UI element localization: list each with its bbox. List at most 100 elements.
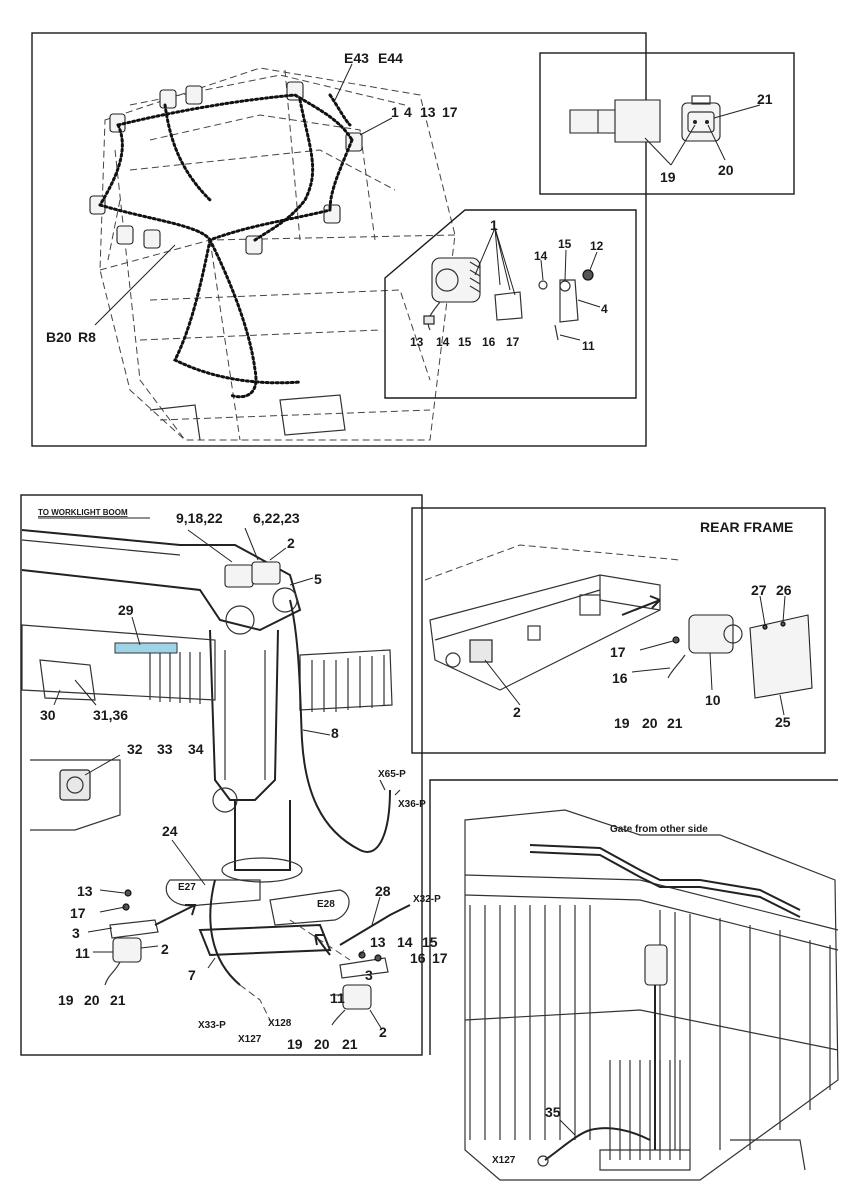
callout-label: 30	[40, 707, 56, 723]
callout-label: 35	[545, 1104, 561, 1120]
inset-detail	[30, 759, 121, 831]
callout-label: 17	[506, 335, 520, 349]
boom-lamp-icon	[251, 561, 281, 585]
callout-label: 2	[513, 704, 521, 720]
callout-label: 15	[458, 335, 472, 349]
boom-panel-frame	[20, 494, 423, 1056]
boom-arm	[21, 529, 350, 957]
callout-label: X127	[492, 1155, 516, 1166]
left-lamp-assembly	[104, 889, 197, 986]
rear-lamp-assembly	[667, 614, 813, 699]
callout-label: 31,36	[93, 707, 128, 723]
cable-8	[289, 599, 391, 853]
callout-label: 13	[77, 883, 93, 899]
callout-label: 28	[375, 883, 391, 899]
callout-label: X33-P	[198, 1020, 226, 1031]
callout-label: 15	[558, 237, 572, 251]
callout-label: 12	[590, 239, 604, 253]
connector-panel-frame	[539, 52, 795, 195]
callout-label: X128	[268, 1018, 292, 1029]
lamp-connector-icon	[423, 315, 435, 325]
callout-label: 24	[162, 823, 178, 839]
callout-label: 5	[314, 571, 322, 587]
cab-lamps	[89, 81, 363, 255]
callout-label: 11	[330, 990, 345, 1006]
lamp-icon	[245, 235, 263, 255]
callout-label: 1	[490, 217, 498, 233]
callout-label: B20	[46, 329, 72, 345]
callout-label: 21	[110, 992, 126, 1008]
callout-label: 20	[314, 1036, 330, 1052]
callout-label: 34	[188, 741, 204, 757]
callout-label: 13	[370, 934, 386, 950]
callout-label: 1	[391, 104, 399, 120]
boom-lamp-icon	[224, 564, 254, 588]
callout-label: 11	[582, 339, 595, 353]
callout-label: 26	[776, 582, 792, 598]
callout-label: 14	[397, 934, 413, 950]
callout-label: E44	[378, 50, 403, 66]
callout-label: 20	[642, 715, 658, 731]
callout-label: 16	[410, 950, 426, 966]
callout-label: 2	[161, 941, 169, 957]
callout-label: 2	[379, 1024, 387, 1040]
boom-panel: TO WORKLIGHT BOOM	[20, 494, 448, 1056]
callout-label: 13	[420, 104, 436, 120]
lamp-icon	[112, 937, 142, 963]
callout-label: 3	[365, 967, 373, 983]
callout-label: 7	[188, 967, 196, 983]
highlighted-part-29	[114, 642, 178, 654]
callout-label: 11	[75, 945, 90, 961]
connector-panel: 21 19 20	[539, 52, 795, 195]
callout-label: 33	[157, 741, 173, 757]
gate-lamp-icon	[644, 944, 668, 986]
callout-label: X32-P	[413, 894, 441, 905]
callout-label: X65-P	[378, 769, 406, 780]
callout-label: 19	[660, 169, 676, 185]
cab-harness	[98, 93, 354, 399]
callout-label: 25	[775, 714, 791, 730]
lamp-icon	[159, 89, 177, 109]
callout-label: 17	[442, 104, 458, 120]
lamp-detail-frame	[384, 209, 637, 399]
callout-label: 19	[614, 715, 630, 731]
callout-label: 9,18,22	[176, 510, 223, 526]
callout-label: 8	[331, 725, 339, 741]
callout-label: 17	[70, 905, 86, 921]
callout-label: 2	[287, 535, 295, 551]
cover-plate-icon	[749, 614, 813, 699]
callout-label: E28	[317, 899, 335, 910]
callout-label: 32	[127, 741, 143, 757]
lamp-icon	[185, 85, 203, 105]
lamp-icon	[323, 204, 341, 224]
callout-label: E43	[344, 50, 369, 66]
callout-label: 17	[432, 950, 448, 966]
leader-line	[359, 117, 393, 136]
connector-x127-icon	[537, 1155, 549, 1167]
lamp-icon	[342, 984, 372, 1010]
callout-label: X127	[238, 1034, 262, 1045]
lamp-detail-panel: 1 14 15 12 4 13 14 15 16 17 11	[384, 209, 637, 399]
callout-label: 13	[410, 335, 424, 349]
callout-label: 3	[72, 925, 80, 941]
cable-35	[544, 1127, 651, 1161]
callout-label: R8	[78, 329, 96, 345]
callout-label: 6,22,23	[253, 510, 300, 526]
gate-panel: Gate from other side 35 X127	[429, 779, 839, 1181]
grill-rail	[21, 624, 393, 712]
rear-frame-panel-frame	[411, 507, 826, 754]
gate-panel-frame	[429, 779, 838, 1055]
leader-line	[94, 244, 176, 326]
callout-label: 19	[58, 992, 74, 1008]
callout-label: 20	[718, 162, 734, 178]
callout-label: 21	[667, 715, 683, 731]
gate-structure	[464, 809, 839, 1181]
cable-7	[209, 879, 241, 986]
cable-28	[339, 904, 411, 946]
callout-label: 21	[757, 91, 773, 107]
lamp-icon	[116, 225, 134, 245]
callout-label: 14	[534, 249, 548, 263]
callout-label: 14	[436, 335, 450, 349]
frame-lamp-icon	[469, 639, 493, 663]
